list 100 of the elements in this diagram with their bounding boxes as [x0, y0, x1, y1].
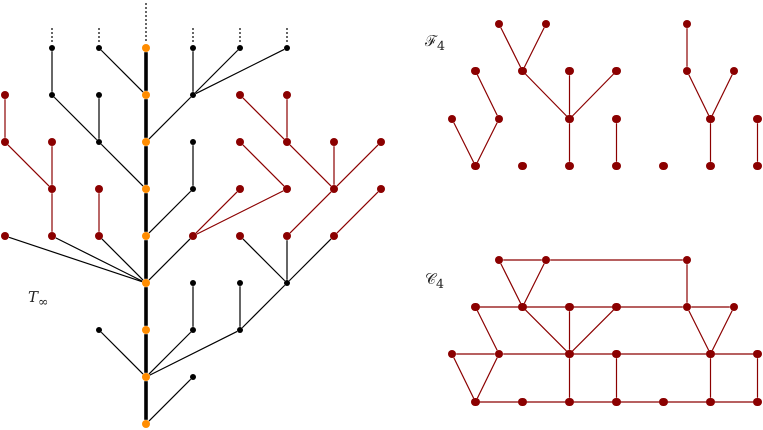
graph-vertex	[659, 162, 668, 170]
edge-line	[568, 123, 570, 162]
graph-label: ℱ$_{4}$	[425, 34, 445, 52]
edge-line	[100, 332, 144, 374]
graph-vertex	[565, 162, 574, 170]
thick-edge	[144, 240, 148, 279]
edge-line	[616, 358, 618, 398]
graph-vertex	[236, 184, 244, 194]
edge-line	[688, 310, 710, 351]
edge-line	[194, 50, 238, 94]
edge-line	[336, 192, 378, 234]
graph-vertex	[142, 90, 150, 100]
graph-vertex	[494, 114, 504, 124]
edge-line	[710, 123, 712, 162]
graph-vertex	[236, 90, 244, 100]
edge-line	[8, 144, 50, 186]
edge-line	[288, 238, 332, 282]
edge-line	[196, 48, 284, 94]
graph-vertex	[706, 398, 715, 406]
edge-line	[286, 99, 288, 138]
edge-line	[148, 238, 190, 280]
graph-vertex	[190, 138, 196, 146]
edge-line	[100, 144, 144, 186]
graph-label: T$_{∞}$	[28, 290, 48, 308]
edge-line	[456, 353, 495, 355]
graph-vertex	[706, 114, 715, 124]
edge-line	[54, 96, 98, 140]
graph-vertex	[282, 90, 292, 100]
graph-vertex	[612, 350, 621, 358]
edge-line	[480, 306, 518, 308]
graph-vertex	[0, 232, 10, 240]
edge-line	[476, 122, 498, 163]
edge-line	[620, 401, 660, 403]
graph-vertex	[190, 374, 196, 380]
graph-vertex	[142, 420, 150, 428]
edge-line	[148, 332, 192, 374]
edge-line	[503, 259, 542, 261]
edge-line	[98, 193, 100, 232]
edge-line	[8, 236, 142, 282]
edge-line	[524, 27, 545, 68]
graph-vertex	[282, 138, 292, 146]
thick-edge	[144, 52, 148, 91]
edge-line	[756, 123, 758, 162]
edge-line	[242, 284, 286, 328]
graph-vertex	[142, 326, 150, 334]
thick-edge	[144, 146, 148, 185]
graph-vertex	[682, 302, 692, 312]
graph-vertex	[376, 138, 386, 146]
graph-vertex	[190, 186, 196, 192]
edge-line	[476, 310, 498, 351]
edge-line	[500, 27, 522, 68]
graph-vertex	[612, 162, 621, 170]
graph-vertex	[236, 138, 244, 146]
graph-vertex	[48, 184, 56, 194]
edge-line	[51, 193, 53, 232]
graph-vertex	[518, 398, 527, 406]
graph-vertex	[376, 184, 386, 194]
edge-line	[286, 240, 288, 280]
graph-vertex	[96, 44, 102, 52]
edge-line	[242, 238, 286, 282]
graph-vertex	[494, 256, 504, 264]
graph-vertex	[188, 232, 198, 240]
graph-vertex	[48, 138, 56, 146]
edge-line	[688, 74, 710, 116]
edge-line	[51, 51, 53, 92]
edge-line	[714, 401, 754, 403]
graph-vertex	[0, 90, 10, 100]
graph-vertex	[494, 20, 504, 28]
edge-line	[336, 144, 378, 186]
edge-line	[148, 378, 192, 422]
graph-vertex	[682, 66, 692, 76]
edge-line	[148, 190, 192, 234]
edge-line	[574, 306, 612, 308]
edge-line	[568, 311, 570, 350]
edge-line	[574, 353, 612, 355]
edge-line	[148, 96, 192, 140]
graph-vertex	[612, 302, 621, 312]
graph-vertex	[706, 350, 715, 358]
graph-vertex	[659, 398, 668, 406]
edge-line	[524, 263, 545, 304]
graph-vertex	[730, 66, 738, 76]
graph-vertex	[142, 44, 150, 52]
edge-line	[525, 74, 567, 116]
graph-vertex	[282, 232, 292, 240]
edge-line	[242, 98, 284, 140]
thick-edge	[144, 334, 148, 373]
edge-line	[480, 401, 518, 403]
thick-edge	[144, 381, 148, 420]
edge-line	[500, 263, 522, 304]
graph-vertex	[753, 162, 762, 170]
edge-line	[290, 192, 332, 234]
graph-vertex	[448, 114, 456, 124]
edge-line	[526, 306, 566, 308]
thick-edge	[144, 287, 148, 326]
graph-vertex	[471, 162, 480, 170]
edge-line	[710, 358, 712, 398]
edge-line	[476, 74, 498, 116]
graph-vertex	[518, 302, 527, 312]
graph-vertex	[236, 232, 244, 240]
edge-line	[100, 50, 144, 92]
